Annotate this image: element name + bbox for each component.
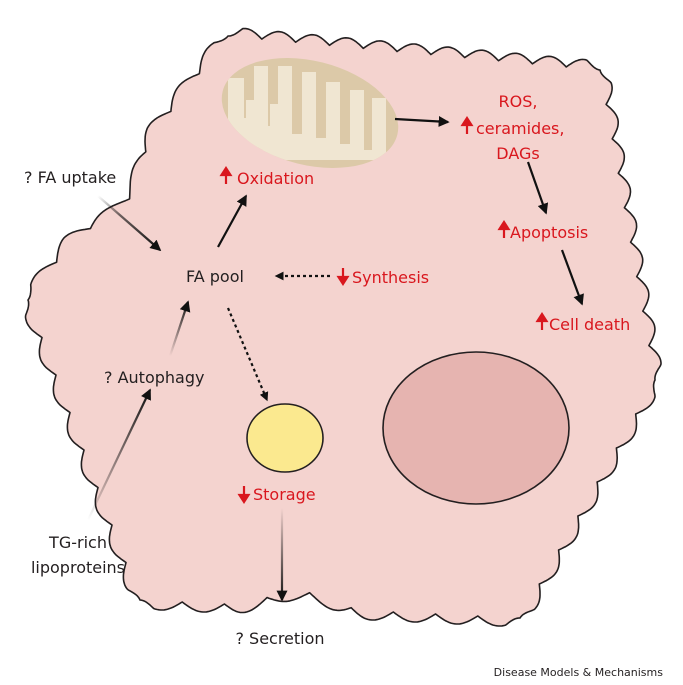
lipoproteins-label: lipoproteins: [31, 558, 125, 577]
lipid-droplet: [247, 404, 323, 472]
cell-death-group: Cell death: [538, 314, 631, 334]
ceramides-group: ceramides,: [463, 118, 565, 138]
ros-label: ROS,: [499, 92, 538, 111]
nucleus: [383, 352, 569, 504]
apoptosis-label: Apoptosis: [510, 223, 588, 242]
fa-pool-label: FA pool: [186, 267, 244, 286]
cell-death-label: Cell death: [549, 315, 630, 334]
ceramides-label: ceramides,: [476, 119, 564, 138]
oxidation-label: Oxidation: [237, 169, 314, 188]
journal-credit: Disease Models & Mechanisms: [494, 666, 664, 679]
tg-rich-label: TG-rich: [48, 533, 107, 552]
dags-label: DAGs: [496, 144, 539, 163]
fa-uptake-label: ? FA uptake: [24, 168, 116, 187]
storage-label: Storage: [253, 485, 316, 504]
secretion-label: ? Secretion: [235, 629, 324, 648]
apoptosis-group: Apoptosis: [500, 222, 589, 242]
synthesis-label: Synthesis: [352, 268, 429, 287]
synthesis-group: Synthesis: [339, 268, 430, 287]
autophagy-label: ? Autophagy: [104, 368, 204, 387]
